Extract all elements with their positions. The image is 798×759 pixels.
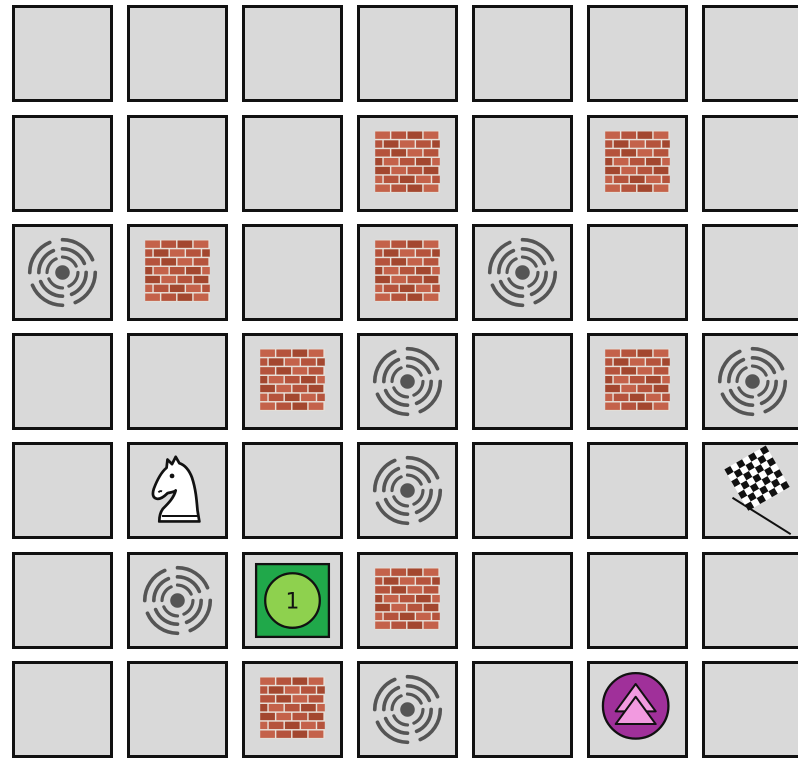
player-number-label: 1 [286, 590, 300, 615]
cell-4-1[interactable] [127, 442, 228, 539]
portal-spiral-icon [475, 227, 570, 318]
cell-1-3[interactable] [357, 115, 458, 212]
cell-2-3[interactable] [357, 224, 458, 321]
cell-1-6[interactable] [702, 115, 798, 212]
cell-0-1[interactable] [127, 5, 228, 102]
cell-5-0[interactable] [12, 552, 113, 649]
cell-5-5[interactable] [587, 552, 688, 649]
cell-1-0[interactable] [12, 115, 113, 212]
cell-0-5[interactable] [587, 5, 688, 102]
cell-2-0[interactable] [12, 224, 113, 321]
brick-wall-icon [360, 118, 455, 209]
cell-6-1[interactable] [127, 661, 228, 758]
cell-5-1[interactable] [127, 552, 228, 649]
player-token: 1 [245, 555, 340, 646]
cell-5-3[interactable] [357, 552, 458, 649]
cell-1-4[interactable] [472, 115, 573, 212]
brick-wall-icon [245, 664, 340, 755]
cell-4-5[interactable] [587, 442, 688, 539]
cell-0-2[interactable] [242, 5, 343, 102]
cell-6-3[interactable] [357, 661, 458, 758]
cell-3-3[interactable] [357, 333, 458, 430]
cell-4-6[interactable] [702, 442, 798, 539]
cell-3-5[interactable] [587, 333, 688, 430]
boost-token-icon [590, 664, 685, 755]
cell-6-2[interactable] [242, 661, 343, 758]
cell-3-2[interactable] [242, 333, 343, 430]
cell-5-2[interactable]: 1 [242, 552, 343, 649]
cell-2-4[interactable] [472, 224, 573, 321]
cell-0-4[interactable] [472, 5, 573, 102]
cell-2-6[interactable] [702, 224, 798, 321]
cell-0-0[interactable] [12, 5, 113, 102]
cell-4-2[interactable] [242, 442, 343, 539]
brick-wall-icon [590, 336, 685, 427]
cell-4-4[interactable] [472, 442, 573, 539]
cell-6-5[interactable] [587, 661, 688, 758]
cell-5-6[interactable] [702, 552, 798, 649]
brick-wall-icon [590, 118, 685, 209]
cell-2-2[interactable] [242, 224, 343, 321]
cell-6-0[interactable] [12, 661, 113, 758]
cell-1-2[interactable] [242, 115, 343, 212]
portal-spiral-icon [360, 336, 455, 427]
cell-5-4[interactable] [472, 552, 573, 649]
finish-flag-icon [705, 445, 798, 536]
brick-wall-icon [130, 227, 225, 318]
cell-1-1[interactable] [127, 115, 228, 212]
cell-0-6[interactable] [702, 5, 798, 102]
brick-wall-icon [360, 555, 455, 646]
cell-4-0[interactable] [12, 442, 113, 539]
brick-wall-icon [245, 336, 340, 427]
cell-0-3[interactable] [357, 5, 458, 102]
cell-3-4[interactable] [472, 333, 573, 430]
portal-spiral-icon [705, 336, 798, 427]
cell-2-1[interactable] [127, 224, 228, 321]
portal-spiral-icon [360, 445, 455, 536]
cell-6-6[interactable] [702, 661, 798, 758]
cell-2-5[interactable] [587, 224, 688, 321]
portal-spiral-icon [360, 664, 455, 755]
brick-wall-icon [360, 227, 455, 318]
cell-3-1[interactable] [127, 333, 228, 430]
cell-6-4[interactable] [472, 661, 573, 758]
knight-icon [130, 445, 225, 536]
cell-3-0[interactable] [12, 333, 113, 430]
portal-spiral-icon [15, 227, 110, 318]
cell-1-5[interactable] [587, 115, 688, 212]
cell-3-6[interactable] [702, 333, 798, 430]
portal-spiral-icon [130, 555, 225, 646]
cell-4-3[interactable] [357, 442, 458, 539]
